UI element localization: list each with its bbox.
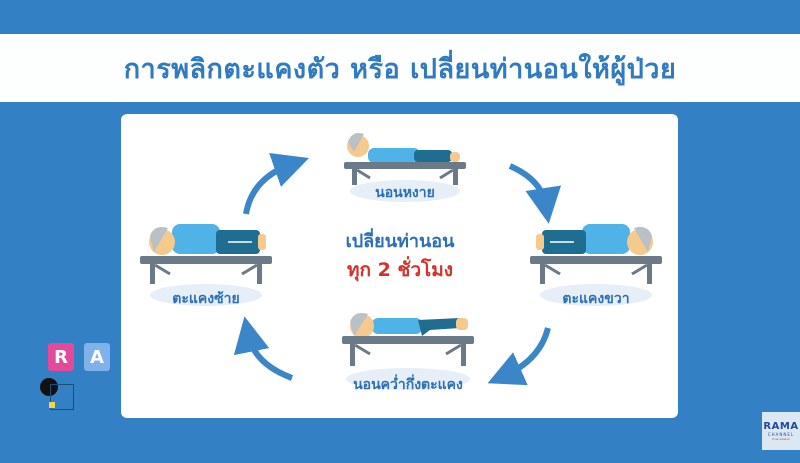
- instruction-line1: เปลี่ยนท่านอน: [345, 231, 455, 252]
- channel-logo-r: R: [48, 343, 74, 371]
- pose-prone: นอนคว่ำกึ่งตะแคง: [338, 308, 478, 398]
- watermark-line2: CHANNEL: [767, 431, 795, 437]
- rating-box-icon: [50, 384, 74, 410]
- rama-channel-watermark: RAMA CHANNEL true visions: [762, 412, 800, 450]
- pose-right-side: ตะแคงขวา: [526, 218, 666, 308]
- channel-logo-a: A: [84, 343, 110, 371]
- instruction-line2: ทุก 2 ชั่วโมง: [346, 259, 454, 281]
- logo-r-letter: R: [54, 346, 68, 368]
- pose-supine: นอนหงาย: [340, 126, 470, 206]
- pose-label-left-side: ตะแคงซ้าย: [172, 291, 240, 307]
- prone-patient-icon: [342, 313, 474, 366]
- right-side-patient-icon: [530, 224, 662, 284]
- supine-patient-icon: [344, 133, 466, 185]
- title-band: การพลิกตะแคงตัว หรือ เปลี่ยนท่านอนให้ผู้…: [0, 34, 800, 102]
- pose-label-right-side: ตะแคงขวา: [562, 291, 630, 307]
- rating-icon: [40, 378, 58, 396]
- left-side-patient-icon: [140, 224, 272, 284]
- rating-dot-icon: [49, 402, 55, 408]
- pose-label-supine: นอนหงาย: [375, 185, 435, 201]
- center-instruction: เปลี่ยนท่านอน ทุก 2 ชั่วโมง: [330, 228, 470, 284]
- watermark-line1: RAMA: [763, 420, 799, 432]
- page-title: การพลิกตะแคงตัว หรือ เปลี่ยนท่านอนให้ผู้…: [123, 53, 677, 85]
- watermark-line3: true visions: [772, 436, 790, 441]
- logo-a-letter: A: [90, 346, 104, 368]
- pose-left-side: ตะแคงซ้าย: [136, 218, 276, 308]
- pose-label-prone: นอนคว่ำกึ่งตะแคง: [353, 377, 463, 393]
